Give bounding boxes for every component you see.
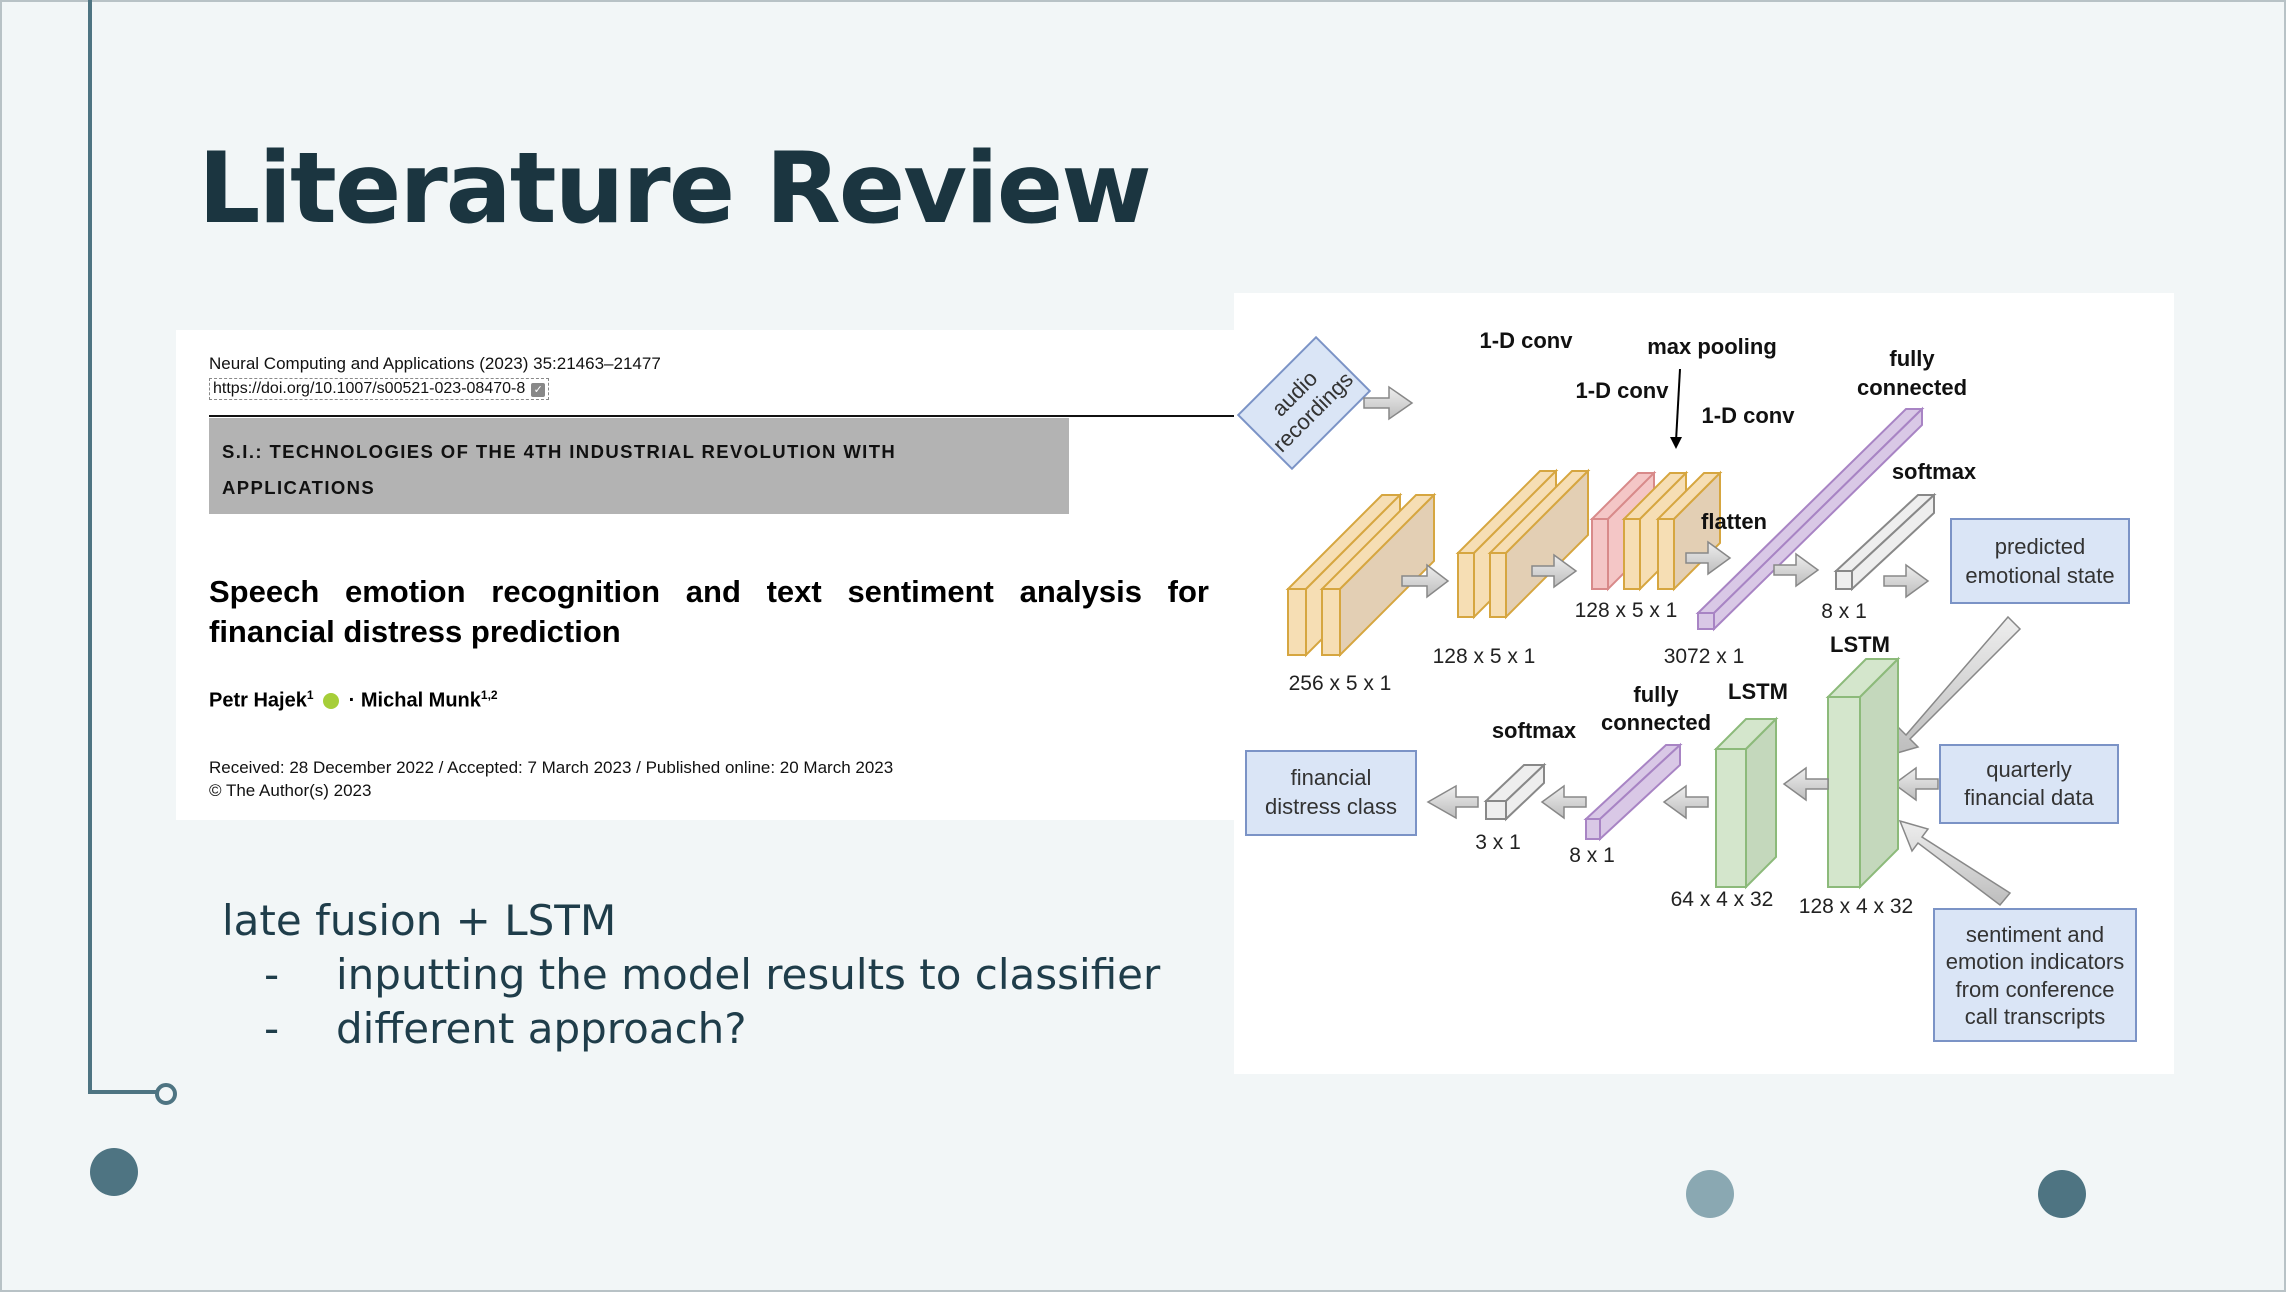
bullet-dash: - [264,1004,280,1053]
fc-top-block [1695,406,1925,632]
maxpool-pointer [1675,368,1681,442]
quarterly-data-box: quarterly financial data [1939,744,2119,824]
paper-dates: Received: 28 December 2022 / Accepted: 7… [209,756,893,802]
diagram-label: softmax [1492,718,1577,743]
notes-item-text: different approach? [336,1004,747,1053]
fc-bottom-block [1583,742,1683,842]
paper-history: Received: 28 December 2022 / Accepted: 7… [209,758,894,777]
slide-title: Literature Review [198,132,1152,246]
lstm-block-small [1713,716,1779,890]
flow-arrow [1898,819,2012,907]
flow-arrow [1773,552,1820,588]
diagram-label: flatten [1701,509,1767,534]
diagram-label: max pooling [1647,334,1777,359]
diagram-label: financial [1291,765,1372,790]
paper-authors: Petr Hajek1 · Michal Munk1,2 [209,688,498,713]
paper-copyright: © The Author(s) 2023 [209,781,372,800]
author-affiliation: 1,2 [480,688,498,702]
conv-block-2 [1455,468,1591,620]
diagram-label: LSTM [1728,679,1788,704]
paper-doi[interactable]: https://doi.org/10.1007/s00521-023-08470… [209,378,550,400]
bullet-dash: - [264,950,280,999]
notes-item: - different approach? [222,1002,1160,1056]
diagram-label: distress class [1265,794,1397,819]
flow-arrow [1662,784,1709,820]
diagram-label: sentiment and [1966,922,2104,947]
diagram-label: quarterly [1986,757,2072,782]
flow-arrow [1540,784,1587,820]
diagram-label: 3 x 1 [1475,831,1521,854]
maxpool-pointer-head [1670,437,1682,449]
decor-line-vertical [88,0,92,1094]
paper-screenshot: Neural Computing and Applications (2023)… [176,330,1234,820]
architecture-diagram: audio recordings [1234,293,2174,1074]
paper-journal: Neural Computing and Applications (2023)… [209,354,661,373]
diagram-label: connected [1601,710,1711,735]
notes: late fusion + LSTM - inputting the model … [222,894,1160,1056]
sentiment-indicators-box: sentiment and emotion indicators from co… [1933,908,2137,1042]
diagram-label: financial data [1964,785,2094,810]
section-banner: S.I.: TECHNOLOGIES OF THE 4TH INDUSTRIAL… [209,418,1069,514]
decor-dot [2038,1170,2086,1218]
author-affiliation: 1 [306,688,314,702]
diagram-label: emotion indicators [1946,949,2125,974]
paper-title: Speech emotion recognition and text sent… [209,574,1209,649]
section-line: APPLICATIONS [222,477,376,498]
flow-arrow [1782,766,1829,802]
decor-ring [155,1083,177,1105]
diagram-label: LSTM [1830,632,1890,657]
diagram-label: 1-D conv [1480,328,1574,353]
diagram-label: 128 x 4 x 32 [1799,895,1913,918]
diagram-label: 8 x 1 [1569,844,1615,867]
diagram-label: fully [1633,682,1679,707]
decor-dot [90,1148,138,1196]
decor-dot [1686,1170,1734,1218]
diagram-label: 1-D conv [1702,403,1796,428]
flow-arrow [1426,784,1479,820]
divider [209,415,1234,417]
flow-arrow [1888,615,2022,757]
flow-arrow [1363,385,1414,421]
audio-recordings-box: audio recordings [1236,335,1372,471]
check-icon: ✓ [531,383,546,397]
decor-line-horizontal [88,1090,164,1094]
notes-main: late fusion + LSTM [222,896,617,945]
conv-block-1 [1285,492,1437,658]
diagram-label: 3072 x 1 [1664,645,1745,668]
softmax-top-block [1833,492,1937,592]
diagram-label: 128 x 5 x 1 [1575,599,1678,622]
notes-item-text: inputting the model results to classifie… [336,950,1161,999]
diagram-label: softmax [1892,459,1977,484]
diagram-label: 128 x 5 x 1 [1433,645,1536,668]
author-name: Michal Munk [360,689,481,712]
diagram-label: 64 x 4 x 32 [1671,888,1774,911]
author-separator: · [348,689,356,712]
flow-arrow [1892,766,1939,802]
diagram-label: 8 x 1 [1821,600,1867,623]
flow-arrow [1685,540,1732,576]
doi-text[interactable]: https://doi.org/10.1007/s00521-023-08470… [213,380,526,397]
predicted-state-box: predicted emotional state [1950,518,2130,604]
section-line: S.I.: TECHNOLOGIES OF THE 4TH INDUSTRIAL… [222,441,897,462]
diagram-label: call transcripts [1965,1004,2106,1029]
diagram-label: fully [1889,346,1935,371]
softmax-bottom-block [1483,762,1547,822]
author-name: Petr Hajek [209,689,307,712]
flow-arrow [1531,553,1578,589]
orcid-icon[interactable] [323,693,340,710]
diagram-label: from conference [1956,977,2115,1002]
diagram-label: 1-D conv [1576,378,1670,403]
flow-arrow [1401,563,1450,599]
diagram-label: 256 x 5 x 1 [1289,672,1392,695]
flow-arrow [1883,563,1930,599]
notes-item: - inputting the model results to classifi… [222,948,1160,1002]
financial-distress-box: financial distress class [1245,750,1417,836]
diagram-label: predicted [1995,534,2086,559]
lstm-block-large [1825,656,1901,890]
diagram-label: emotional state [1965,563,2114,588]
diagram-label: connected [1857,375,1967,400]
pooling-conv-block [1589,470,1723,592]
